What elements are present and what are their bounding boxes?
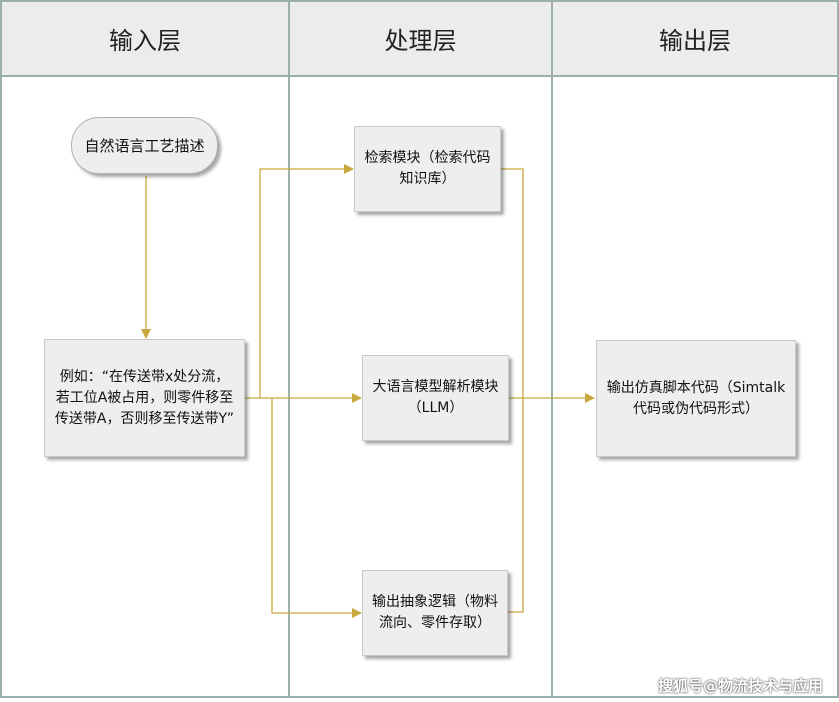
connector-retrieval-to-script: [501, 168, 524, 398]
lane-divider-right-edge: [837, 2, 839, 697]
connector-example-to-logic: [271, 398, 362, 618]
simulation-script-box: 输出仿真脚本代码（Simtalk 代码或伪代码形式）: [596, 340, 796, 457]
lane-header-input: 输入层: [2, 2, 288, 75]
start-node-label: 自然语言工艺描述: [84, 137, 205, 155]
lane-header-output: 输出层: [553, 2, 837, 75]
llm-module-label: 大语言模型解析模块（LLM）: [372, 379, 499, 416]
lane-divider-left-edge: [0, 2, 2, 697]
lane-header-processing: 处理层: [290, 2, 551, 75]
start-node: 自然语言工艺描述: [71, 117, 218, 174]
simulation-script-label: 输出仿真脚本代码（Simtalk 代码或伪代码形式）: [606, 379, 786, 417]
watermark: 搜狐号@物流技术与应用: [657, 677, 823, 695]
top-border: [0, 0, 839, 2]
connector-example-to-retrieval: [259, 164, 354, 398]
llm-module-box: 大语言模型解析模块（LLM）: [362, 355, 509, 441]
abstract-logic-box: 输出抽象逻辑（物料流向、零件存取）: [362, 570, 508, 656]
bottom-border: [0, 696, 839, 698]
retrieval-module-box: 检索模块（检索代码知识库）: [354, 126, 501, 212]
lane-divider-processing-output: [551, 2, 553, 697]
example-box: 例如：“在传送带x处分流，若工位A被占用，则零件移至传送带A，否则移至传送带Y”: [44, 339, 245, 457]
lane-divider-input-processing: [288, 2, 290, 697]
example-box-label: 例如：“在传送带x处分流，若工位A被占用，则零件移至传送带A，否则移至传送带Y”: [54, 368, 235, 427]
connector-logic-to-script: [508, 398, 524, 613]
abstract-logic-label: 输出抽象逻辑（物料流向、零件存取）: [372, 594, 498, 631]
header-separator: [0, 75, 839, 77]
retrieval-module-label: 检索模块（检索代码知识库）: [364, 150, 491, 187]
